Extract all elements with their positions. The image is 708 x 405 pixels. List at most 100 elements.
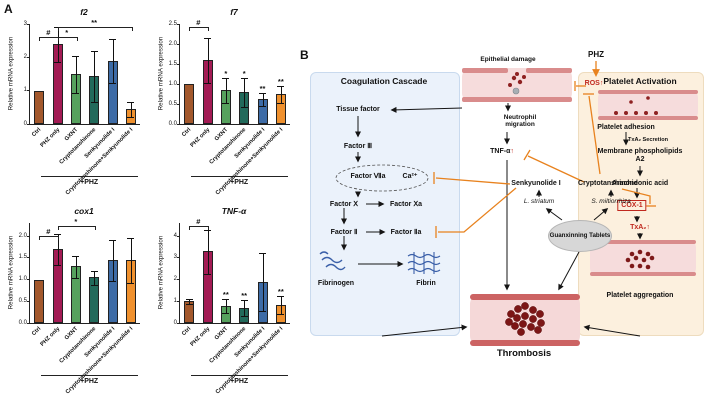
phz-group-label: +PHZ <box>80 179 99 186</box>
y-tick-label: 2.5 <box>168 20 177 27</box>
error-bar <box>204 229 211 275</box>
s-miltiorrhiza-label: S. miltiorrhiza <box>591 198 631 205</box>
senkyunolide-label: Senkyunolide I <box>511 180 561 187</box>
platelet-aggregation-vessel-icon <box>590 240 696 276</box>
error-bar <box>90 270 98 286</box>
chart-title: TNF-α <box>221 206 247 216</box>
y-tick <box>177 23 180 25</box>
error-bar <box>222 78 230 104</box>
sig-bracket <box>57 226 97 230</box>
y-tick <box>177 235 180 237</box>
epithelial-damage-label: Epithelial damage <box>480 56 536 63</box>
error-bar <box>240 78 248 108</box>
y-tick-label: 2 <box>23 53 27 60</box>
sig-mark: ** <box>241 291 248 301</box>
fibrinogen-icon <box>319 251 346 271</box>
y-tick <box>177 103 180 105</box>
y-tick <box>27 322 30 324</box>
y-tick-label: 3 <box>23 20 27 27</box>
y-tick <box>177 279 180 281</box>
sig-bracket <box>39 236 60 240</box>
y-axis-label: Relative mRNA expression <box>7 36 15 111</box>
error-bar <box>185 299 193 306</box>
y-tick <box>177 300 180 302</box>
error-bar <box>72 255 80 280</box>
y-tick-label: 0.0 <box>168 120 177 127</box>
y-tick <box>27 23 30 25</box>
platelet-aggregation-label: Platelet aggregation <box>606 292 674 299</box>
y-tick-label: 0 <box>23 120 27 127</box>
y-tick-label: 0.5 <box>168 100 177 107</box>
factor-iii-label: Factor Ⅲ <box>343 143 373 150</box>
y-tick-label: 1.5 <box>168 60 177 67</box>
ca-label: Ca²⁺ <box>402 173 418 180</box>
y-tick-label: 4 <box>173 232 177 239</box>
guanxinning-tablets: Guanxinning Tablets <box>548 220 612 252</box>
sig-mark: ** <box>277 286 284 296</box>
membrane-phospholipids-label: Membrane phospholipids A2 <box>597 148 683 164</box>
tnf-alpha-text: TNF-α <box>490 148 511 155</box>
bar <box>34 279 45 323</box>
y-tick-label: 2 <box>173 276 177 283</box>
sig-bracket-label: # <box>196 18 201 27</box>
platelet-adhesion-vessel-icon <box>598 90 698 120</box>
fibrin-icon <box>407 252 441 274</box>
sig-bracket <box>57 27 133 31</box>
y-tick <box>177 123 180 125</box>
phz-bracket <box>40 176 138 177</box>
sig-bracket <box>39 37 60 41</box>
tnf-alpha-label: TNF-α↑ <box>490 148 514 155</box>
sig-bracket-label: ** <box>91 18 98 27</box>
sig-mark: ** <box>277 77 284 86</box>
chart-title: f2 <box>80 7 88 17</box>
phz-group-label: +PHZ <box>230 378 249 385</box>
error-bar <box>90 50 98 103</box>
y-tick <box>27 90 30 92</box>
sig-mark: ** <box>222 290 229 300</box>
sig-mark: * <box>242 69 246 78</box>
y-tick-label: 1.0 <box>168 80 177 87</box>
tissue-factor-label: Tissue factor <box>336 106 380 113</box>
factor-complex-ellipse <box>335 164 429 192</box>
inhibition-lines <box>433 61 656 238</box>
phz-label: PHZ <box>588 50 604 59</box>
neutrophil-migration-label: Neutrophil migration <box>503 114 537 129</box>
sig-bracket <box>189 226 210 230</box>
chart-title: f7 <box>230 7 238 17</box>
y-tick-label: 1 <box>23 87 27 94</box>
phz-group-label: +PHZ <box>230 179 249 186</box>
sig-bracket <box>189 27 210 31</box>
y-tick <box>27 235 30 237</box>
y-tick <box>27 123 30 125</box>
panel-a-label: A <box>4 2 13 16</box>
tnf-up-arrow-icon: ↑ <box>510 148 514 155</box>
phz-bracket <box>190 375 288 376</box>
error-bar <box>277 295 285 316</box>
coagulation-title: Coagulation Cascade <box>340 76 428 86</box>
error-bar <box>222 299 230 315</box>
y-tick-label: 2.0 <box>168 40 177 47</box>
error-bar <box>204 38 211 84</box>
y-tick-label: 3 <box>173 254 177 261</box>
y-tick <box>27 56 30 58</box>
damaged-vessel-icon <box>462 68 572 102</box>
error-bar <box>127 102 135 118</box>
y-tick-label: 0 <box>173 319 177 326</box>
y-tick <box>177 83 180 85</box>
factor-viia-label: Factor Ⅶa <box>350 173 386 180</box>
guanxinning-label: Guanxinning Tablets <box>549 232 611 240</box>
diagram-overlay <box>319 61 698 346</box>
cryptotanshinone-label: Cryptotanshinone <box>578 180 638 187</box>
fibrin-label: Fibrin <box>416 280 436 287</box>
sig-bracket-label: # <box>196 217 201 226</box>
error-bar <box>259 253 266 312</box>
bar <box>184 84 195 124</box>
ros-label: ROS↑ <box>584 80 604 87</box>
y-tick <box>27 300 30 302</box>
